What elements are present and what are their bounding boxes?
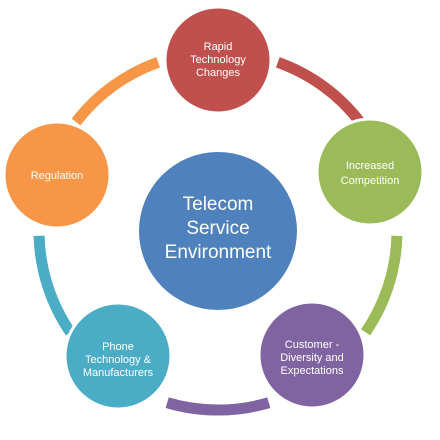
node-label-line: Manufacturers bbox=[83, 367, 154, 379]
node-label-line: Customer - bbox=[285, 339, 340, 351]
node-circle bbox=[63, 301, 173, 411]
node-circle bbox=[163, 5, 273, 115]
node-label-line: Phone bbox=[102, 341, 134, 353]
node-circle bbox=[315, 117, 425, 227]
node-label-line: Technology bbox=[190, 54, 246, 66]
connector-arc-increased-competition bbox=[361, 235, 403, 336]
connector-arc-customer-diversity bbox=[165, 397, 271, 416]
center-label-line-3: Environment bbox=[165, 242, 272, 263]
node-label-line: Competition bbox=[341, 175, 400, 187]
center-node: Telecom Service Environment bbox=[139, 152, 297, 310]
node-label-line: Diversity and bbox=[280, 352, 344, 364]
node-circle bbox=[2, 120, 112, 230]
node-label-line: Technology & bbox=[85, 354, 152, 366]
node-label-line: Regulation bbox=[31, 170, 84, 182]
node-label-line: Expectations bbox=[281, 365, 344, 377]
node-regulation: Regulation bbox=[2, 120, 112, 230]
node-label-line: Increased bbox=[346, 160, 394, 172]
node-customer-diversity: Customer - Diversity and Expectations bbox=[257, 300, 367, 410]
center-circle bbox=[139, 152, 297, 310]
center-label-line-1: Telecom bbox=[183, 194, 254, 215]
connector-arc-regulation bbox=[71, 57, 161, 126]
center-label-line-2: Service bbox=[186, 218, 249, 239]
connector-arc-rapid-technology-changes bbox=[275, 57, 365, 126]
node-increased-competition: Increased Competition bbox=[315, 117, 425, 227]
node-label-line: Changes bbox=[196, 67, 241, 79]
node-circle bbox=[257, 300, 367, 410]
node-label-line: Rapid bbox=[204, 41, 233, 53]
node-phone-technology: Phone Technology & Manufacturers bbox=[63, 301, 173, 411]
connector-arc-phone-technology bbox=[33, 235, 75, 336]
node-rapid-technology-changes: Rapid Technology Changes bbox=[163, 5, 273, 115]
